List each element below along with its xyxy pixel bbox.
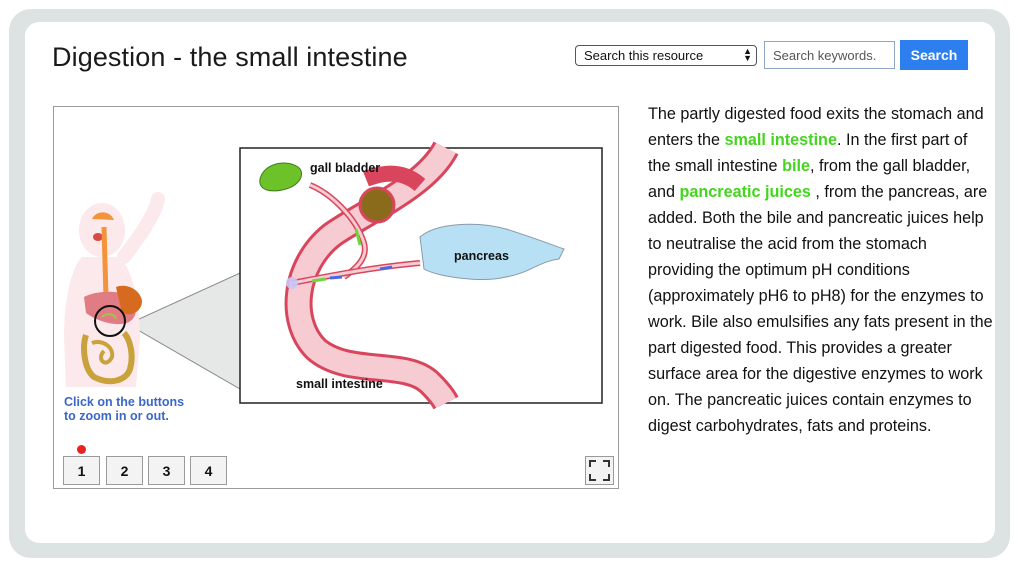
- description-part-3: , from the gall bladder, and: [648, 157, 971, 201]
- figure-organs: [81, 212, 142, 385]
- bile-duct: [308, 182, 368, 280]
- zoom-hint-line-2: to zoom in or out.: [64, 409, 169, 423]
- pancreas-label: pancreas: [454, 249, 509, 263]
- fullscreen-button[interactable]: [585, 456, 614, 485]
- zoom-hint: Click on the buttons to zoom in or out.: [64, 395, 234, 423]
- description-part-1: The partly digested food exits the stoma…: [648, 105, 984, 149]
- gall-bladder-label: gall bladder: [310, 161, 380, 175]
- highlight-small-intestine: small intestine: [724, 131, 837, 149]
- search-scope-select[interactable]: Search this resource ▲▼: [575, 45, 757, 66]
- stomach-end: [358, 165, 426, 224]
- small-intestine-label: small intestine: [296, 377, 383, 391]
- page-title: Digestion - the small intestine: [52, 42, 408, 72]
- description-text: The partly digested food exits the stoma…: [648, 101, 993, 439]
- highlight-bile: bile: [782, 157, 810, 175]
- highlight-pancreatic-juices: pancreatic juices: [679, 183, 811, 201]
- zoom-callout: [124, 272, 241, 390]
- zoom-button-1[interactable]: 1: [63, 456, 100, 485]
- active-zoom-indicator: [77, 445, 86, 454]
- gall-bladder-organ: [259, 162, 302, 192]
- diagram-viewer: gall bladder pancreas small intestine Cl…: [53, 106, 619, 489]
- description-part-2: . In the first part of the small intesti…: [648, 131, 968, 175]
- zoom-button-2[interactable]: 2: [106, 456, 143, 485]
- zoom-button-4[interactable]: 4: [190, 456, 227, 485]
- fullscreen-icon: [589, 460, 610, 481]
- pancreas-organ: [419, 223, 565, 280]
- search-scope-value: Search this resource: [584, 48, 704, 63]
- pancreatic-duct: [286, 260, 421, 289]
- zoom-button-3[interactable]: 3: [148, 456, 185, 485]
- search-input[interactable]: [764, 41, 895, 69]
- digestion-diagram: gall bladder pancreas small intestine: [64, 140, 603, 410]
- search-button[interactable]: Search: [900, 40, 968, 70]
- zoom-hint-line-1: Click on the buttons: [64, 395, 185, 409]
- description-part-4: , from the pancreas, are added. Both the…: [648, 183, 993, 435]
- select-arrows-icon: ▲▼: [743, 46, 752, 63]
